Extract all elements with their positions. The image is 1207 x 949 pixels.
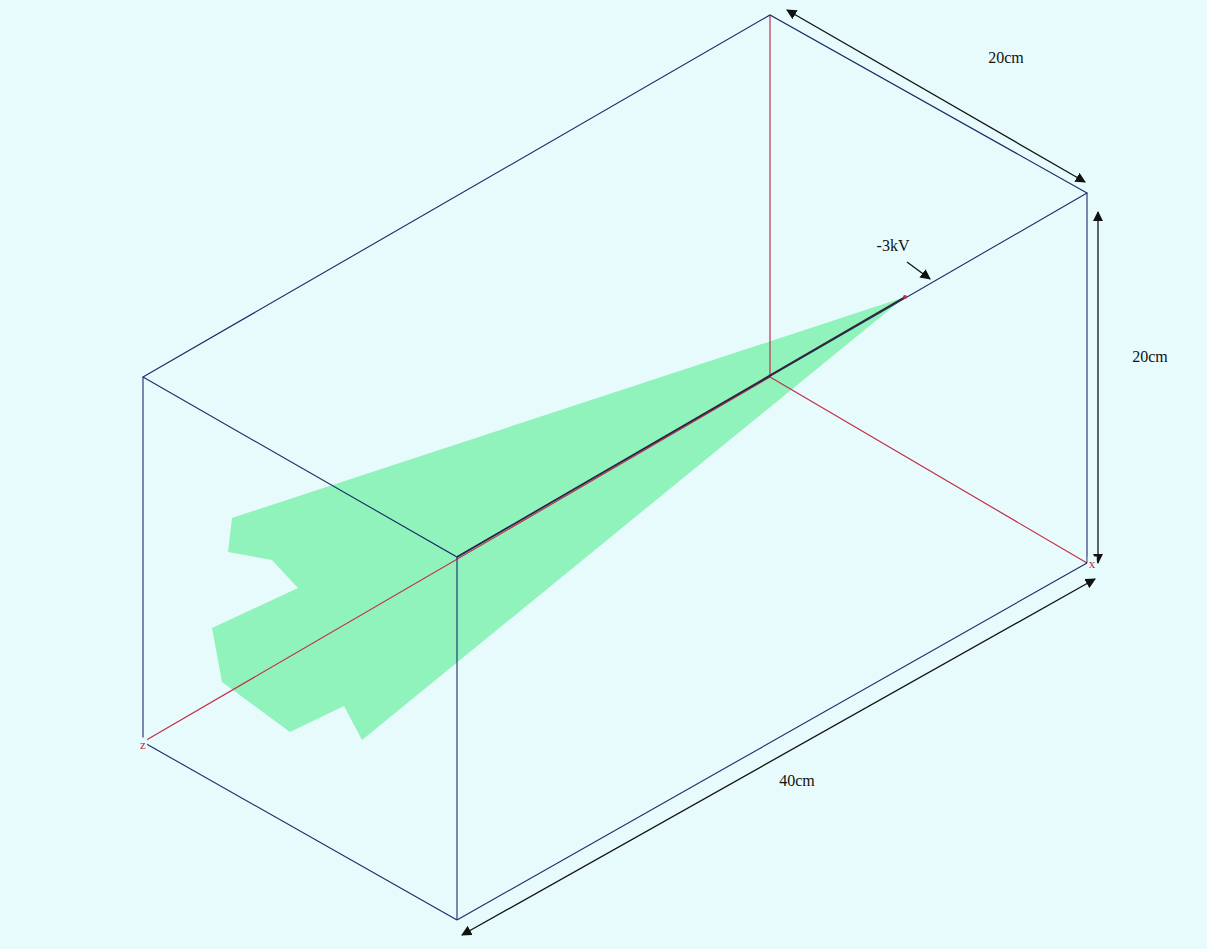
dimension-label: 40cm <box>779 773 815 789</box>
dimension-label: 20cm <box>988 50 1024 66</box>
electrode-tip <box>903 295 907 299</box>
y-axis <box>769 15 770 377</box>
dimension-arrows <box>462 10 1098 935</box>
discharge-plume <box>212 297 905 740</box>
box-wireframe <box>143 15 1087 920</box>
voltage-label: -3kV <box>877 238 910 254</box>
dimension-label: 20cm <box>1132 349 1168 365</box>
x-axis <box>770 377 1087 563</box>
axis-label: x <box>1088 557 1097 570</box>
axis-label: z <box>139 738 147 751</box>
